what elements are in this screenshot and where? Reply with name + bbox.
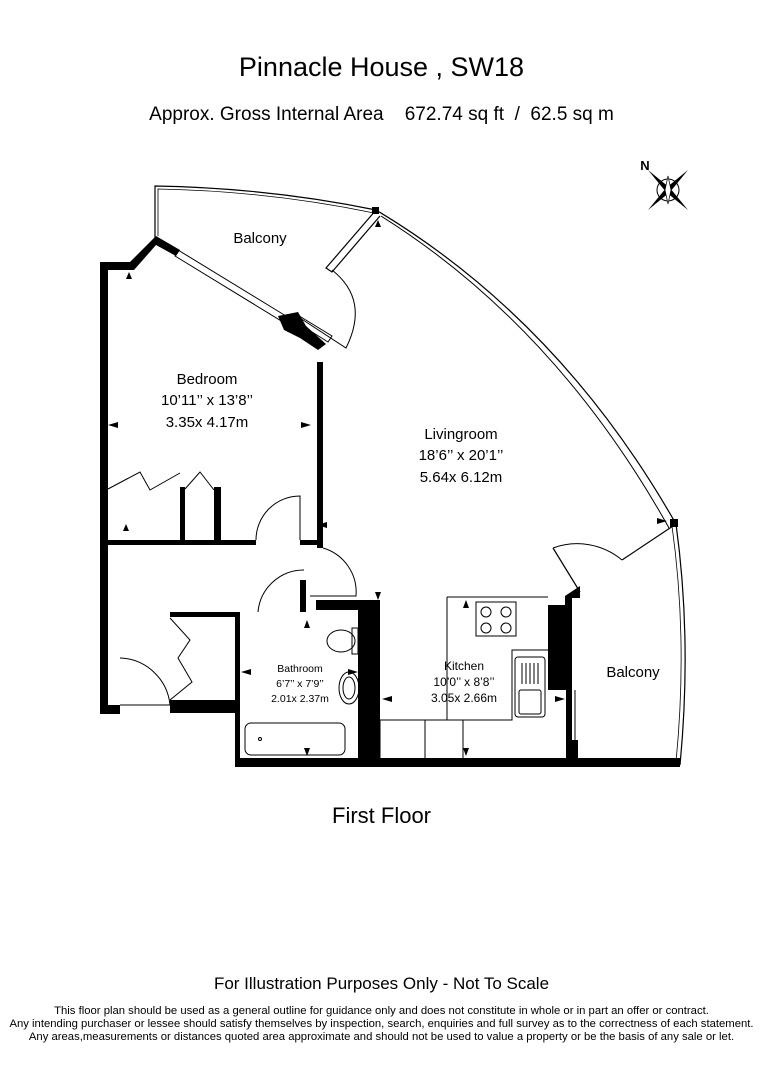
svg-text:Livingroom: Livingroom	[424, 426, 497, 443]
svg-text:Kitchen: Kitchen	[444, 659, 484, 673]
room-label-balcony-right: Balcony	[606, 664, 660, 681]
balcony-top-outline	[154, 185, 377, 238]
svg-text:Bathroom: Bathroom	[277, 663, 323, 675]
kitchen-counters	[379, 596, 576, 758]
room-label-kitchen: Kitchen 10’0’’ x 8’8’’ 3.05x 2.66m	[431, 659, 497, 705]
floor-label: First Floor	[332, 803, 431, 828]
svg-text:10’0’’ x 8’8’’: 10’0’’ x 8’8’’	[433, 675, 494, 689]
svg-text:18’6’’ x 20’1’’: 18’6’’ x 20’1’’	[419, 447, 504, 464]
illustration-notice: For Illustration Purposes Only - Not To …	[213, 974, 550, 993]
disclaimer-line: This floor plan should be used as a gene…	[54, 1005, 709, 1017]
room-label-bedroom: Bedroom 10’11’’ x 13’8’’ 3.35x 4.17m	[161, 371, 253, 431]
svg-text:Balcony: Balcony	[233, 230, 287, 247]
bathroom-fixtures	[244, 627, 360, 756]
svg-text:3.35x 4.17m: 3.35x 4.17m	[166, 414, 249, 431]
area-sqm: 62.5 sq m	[530, 104, 614, 125]
dimension-arrows	[108, 220, 667, 756]
room-label-livingroom: Livingroom 18’6’’ x 20’1’’ 5.64x 6.12m	[419, 426, 504, 486]
compass-north-label: N	[640, 158, 649, 173]
area-sqft: 672.74 sq ft	[404, 104, 505, 125]
svg-text:3.05x 2.66m: 3.05x 2.66m	[431, 691, 497, 705]
disclaimer: This floor plan should be used as a gene…	[0, 1005, 763, 1044]
walls	[100, 236, 680, 767]
svg-text:10’11’’ x 13’8’’: 10’11’’ x 13’8’’	[161, 392, 253, 409]
disclaimer-line: Any intending purchaser or lessee should…	[9, 1018, 754, 1030]
area-label: Approx. Gross Internal Area	[149, 104, 384, 125]
svg-text:6’7’’ x 7’9’’: 6’7’’ x 7’9’’	[276, 678, 324, 690]
page-title: Pinnacle House , SW18	[238, 52, 525, 82]
svg-text:Balcony: Balcony	[606, 664, 660, 681]
doors	[107, 269, 357, 706]
svg-text:5.64x 6.12m: 5.64x 6.12m	[420, 469, 503, 486]
room-label-bathroom: Bathroom 6’7’’ x 7’9’’ 2.01x 2.37m	[271, 663, 329, 705]
living-window	[372, 207, 678, 529]
svg-text:Bedroom: Bedroom	[177, 371, 238, 388]
compass-rose-icon: N	[640, 158, 688, 210]
svg-text:2.01x 2.37m: 2.01x 2.37m	[271, 693, 329, 705]
gross-internal-area: Approx. Gross Internal Area 672.74 sq ft…	[0, 104, 763, 126]
balcony-right-outline	[675, 523, 686, 766]
room-label-balcony-top: Balcony	[233, 230, 287, 247]
area-separator: /	[514, 104, 520, 125]
disclaimer-line: Any areas,measurements or distances quot…	[28, 1031, 735, 1043]
